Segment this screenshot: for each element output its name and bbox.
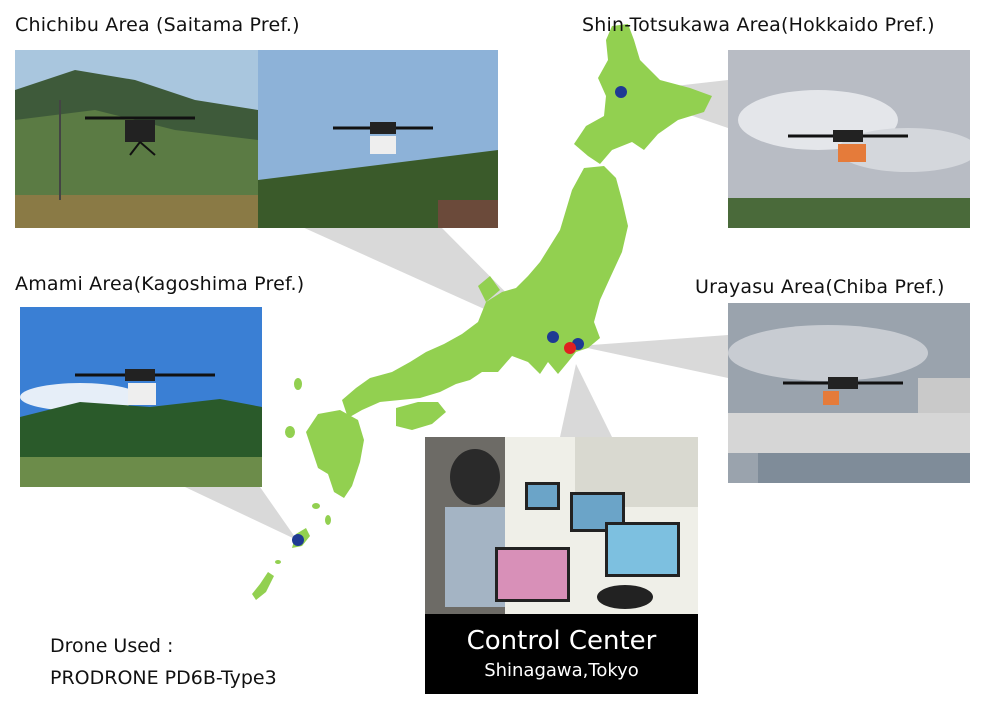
japan-landmass: [252, 24, 712, 600]
drone-icon: [788, 130, 908, 162]
drone-icon: [75, 369, 215, 405]
amami-area-label: Amami Area(Kagoshima Pref.): [15, 273, 305, 295]
marker-shin-totsukawa: [615, 86, 627, 98]
chichibu-photo-2: [258, 50, 498, 228]
island-shape: [312, 503, 320, 509]
shin-totsukawa-area-label: Shin-Totsukawa Area(Hokkaido Pref.): [582, 14, 935, 36]
urayasu-area-label: Urayasu Area(Chiba Pref.): [695, 276, 945, 298]
island-shape: [275, 560, 281, 564]
shikoku-shape: [396, 402, 446, 430]
callout-urayasu: [578, 335, 728, 378]
drone-model: PRODRONE PD6B-Type3: [50, 667, 277, 689]
control-center-caption: Control Center Shinagawa,Tokyo: [425, 614, 698, 694]
marker-chichibu: [547, 331, 559, 343]
callout-amami: [185, 487, 297, 540]
drone-info: Drone Used : PRODRONE PD6B-Type3: [50, 630, 277, 694]
shin-totsukawa-photo: [728, 50, 970, 228]
drone-icon: [333, 122, 433, 154]
island-shape: [294, 378, 302, 390]
control-center-photo: [425, 437, 698, 614]
hokkaido-shape: [574, 24, 712, 164]
drone-icon: [85, 116, 195, 156]
callout-control-center: [560, 364, 612, 437]
marker-control-center: [564, 342, 576, 354]
chichibu-area-label: Chichibu Area (Saitama Pref.): [15, 14, 300, 36]
urayasu-photo: [728, 303, 970, 483]
okinawa-shape: [252, 572, 274, 600]
kyushu-shape: [306, 410, 364, 498]
island-shape: [325, 515, 331, 525]
marker-amami: [292, 534, 304, 546]
control-center-title: Control Center: [466, 626, 657, 656]
noto-shape: [478, 276, 500, 302]
amami-photo: [20, 307, 262, 487]
chichibu-photo-1: [15, 50, 258, 228]
drone-used-label: Drone Used :: [50, 635, 174, 657]
honshu-shape: [342, 166, 628, 418]
control-center-location: Shinagawa,Tokyo: [484, 660, 639, 681]
drone-icon: [783, 377, 903, 405]
island-shape: [285, 426, 295, 438]
